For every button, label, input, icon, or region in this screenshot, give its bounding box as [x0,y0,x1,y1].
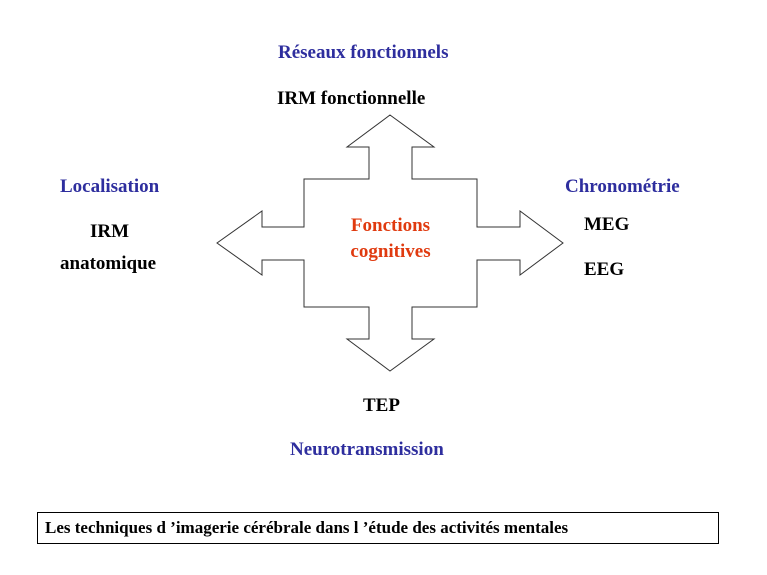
cross-arrow-shape [216,114,564,372]
caption-box: Les techniques d ’imagerie cérébrale dan… [37,512,719,544]
left-technique-line2: anatomique [60,253,157,274]
top-category-label: Réseaux fonctionnels [278,42,449,63]
center-label-line2: cognitives [350,241,431,262]
bottom-technique-label: TEP [363,395,400,416]
left-category-label: Localisation [60,176,160,197]
right-technique-eeg: EEG [584,259,625,280]
bottom-category-label: Neurotransmission [290,439,444,460]
right-technique-meg: MEG [584,214,630,235]
center-label: Fonctions cognitives [304,213,477,265]
center-label-line1: Fonctions [350,215,431,236]
left-technique-line1: IRM [90,221,130,242]
caption-text: Les techniques d ’imagerie cérébrale dan… [45,518,569,537]
right-category-label: Chronométrie [565,176,680,197]
top-technique-label: IRM fonctionnelle [277,88,426,109]
